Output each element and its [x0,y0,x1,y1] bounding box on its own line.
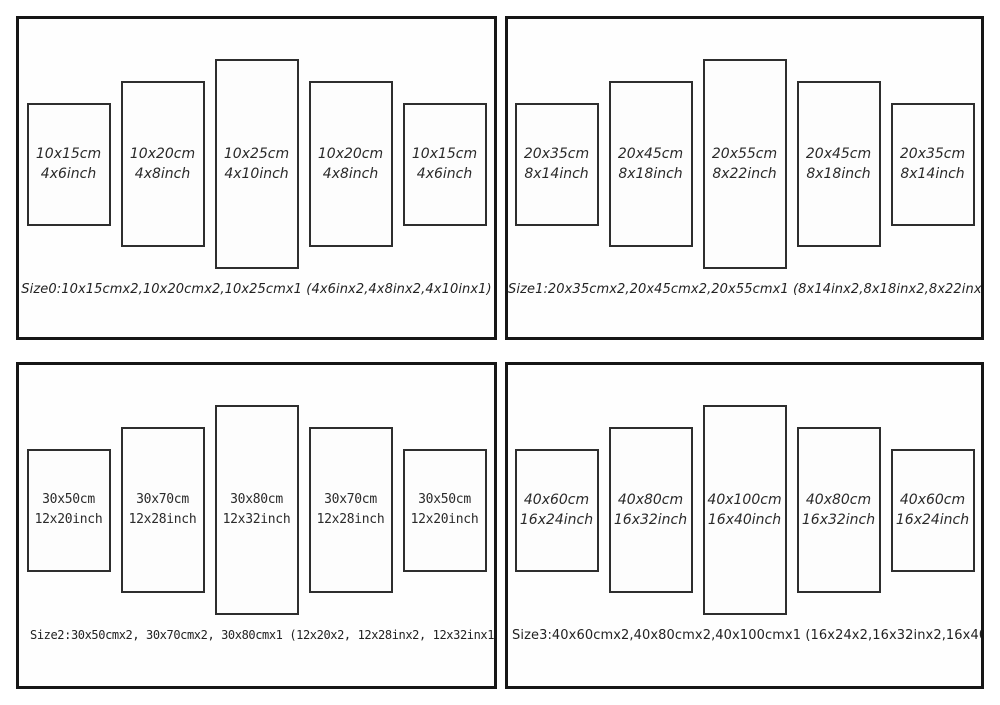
panel-size-cm: 30x70cm [324,492,377,507]
panel-size-cm: 30x70cm [136,492,189,507]
canvas-panel: 10x15cm 4x6inch [26,102,111,226]
panel-size-cm: 20x35cm [899,146,966,162]
panel-size-inch: 16x32inch [613,512,688,528]
panel-size-inch: 8x18inch [806,166,871,182]
panel-row-size1: 20x35cm 8x14inch 20x45cm 8x18inch 20x55c… [508,59,981,269]
size-summary-caption: Size2:30x50cmx2, 30x70cmx2, 30x80cmx1 (1… [30,628,497,642]
panel-size-inch: 12x32inch [222,512,291,527]
canvas-panel: 10x15cm 4x6inch [402,102,487,226]
panel-size-inch: 8x14inch [900,166,965,182]
canvas-panel: 40x100cm 16x40inch [702,405,787,615]
size-summary-caption: Size0:10x15cmx2,10x20cmx2,10x25cmx1 (4x6… [21,282,492,297]
panel-size-inch: 16x24inch [895,512,970,528]
panel-size-cm: 30x50cm [42,492,95,507]
panel-row-size3: 40x60cm 16x24inch 40x80cm 16x32inch 40x1… [508,405,981,615]
canvas-panel: 10x20cm 4x8inch [308,81,393,247]
canvas-panel: 30x70cm 12x28inch [120,427,205,593]
panel-size-cm: 40x80cm [805,492,872,508]
panel-size-inch: 16x40inch [707,512,782,528]
canvas-panel: 10x20cm 4x8inch [120,81,205,247]
panel-size-inch: 4x8inch [134,166,191,182]
panel-size-cm: 10x15cm [411,146,478,162]
panel-size-cm: 10x20cm [129,146,196,162]
panel-size-cm: 30x80cm [230,492,283,507]
size-group-size2: 30x50cm 12x20inch 30x70cm 12x28inch 30x8… [16,362,497,689]
canvas-panel: 10x25cm 4x10inch [214,59,299,269]
panel-size-inch: 16x24inch [519,512,594,528]
panel-size-inch: 4x6inch [40,166,97,182]
canvas-panel: 20x55cm 8x22inch [702,59,787,269]
size-summary-caption: Size3:40x60cmx2,40x80cmx2,40x100cmx1 (16… [512,628,984,643]
panel-size-inch: 12x20inch [34,512,103,527]
canvas-panel: 20x45cm 8x18inch [608,81,693,247]
panel-size-inch: 4x10inch [224,166,289,182]
canvas-panel: 30x80cm 12x32inch [214,405,299,615]
canvas-panel: 40x80cm 16x32inch [796,427,881,593]
panel-size-cm: 20x45cm [805,146,872,162]
panel-size-cm: 10x20cm [317,146,384,162]
panel-size-inch: 16x32inch [801,512,876,528]
canvas-panel: 40x80cm 16x32inch [608,427,693,593]
panel-row-size2: 30x50cm 12x20inch 30x70cm 12x28inch 30x8… [19,405,494,615]
panel-size-inch: 4x8inch [322,166,379,182]
canvas-panel: 20x45cm 8x18inch [796,81,881,247]
size-group-size3: 40x60cm 16x24inch 40x80cm 16x32inch 40x1… [505,362,984,689]
panel-size-cm: 30x50cm [418,492,471,507]
panel-size-cm: 20x35cm [523,146,590,162]
panel-size-cm: 40x80cm [617,492,684,508]
canvas-panel: 30x50cm 12x20inch [402,448,487,572]
panel-size-inch: 8x14inch [524,166,589,182]
panel-size-cm: 10x15cm [35,146,102,162]
panel-size-inch: 12x20inch [410,512,479,527]
panel-size-inch: 12x28inch [316,512,385,527]
panel-size-cm: 10x25cm [223,146,290,162]
panel-size-cm: 40x60cm [899,492,966,508]
panel-size-inch: 4x6inch [416,166,473,182]
panel-size-inch: 8x18inch [618,166,683,182]
panel-size-inch: 8x22inch [712,166,777,182]
size-group-size0: 10x15cm 4x6inch 10x20cm 4x8inch 10x25cm … [16,16,497,340]
canvas-panel: 40x60cm 16x24inch [890,448,975,572]
size-summary-caption: Size1:20x35cmx2,20x45cmx2,20x55cmx1 (8x1… [508,282,984,297]
panel-size-cm: 40x60cm [523,492,590,508]
panel-row-size0: 10x15cm 4x6inch 10x20cm 4x8inch 10x25cm … [19,59,494,269]
panel-size-cm: 40x100cm [707,492,782,508]
panel-size-inch: 12x28inch [128,512,197,527]
panel-size-cm: 20x55cm [711,146,778,162]
panel-size-cm: 20x45cm [617,146,684,162]
canvas-panel: 20x35cm 8x14inch [514,102,599,226]
canvas-panel: 20x35cm 8x14inch [890,102,975,226]
canvas-panel: 40x60cm 16x24inch [514,448,599,572]
size-group-size1: 20x35cm 8x14inch 20x45cm 8x18inch 20x55c… [505,16,984,340]
canvas-panel: 30x70cm 12x28inch [308,427,393,593]
canvas-panel: 30x50cm 12x20inch [26,448,111,572]
